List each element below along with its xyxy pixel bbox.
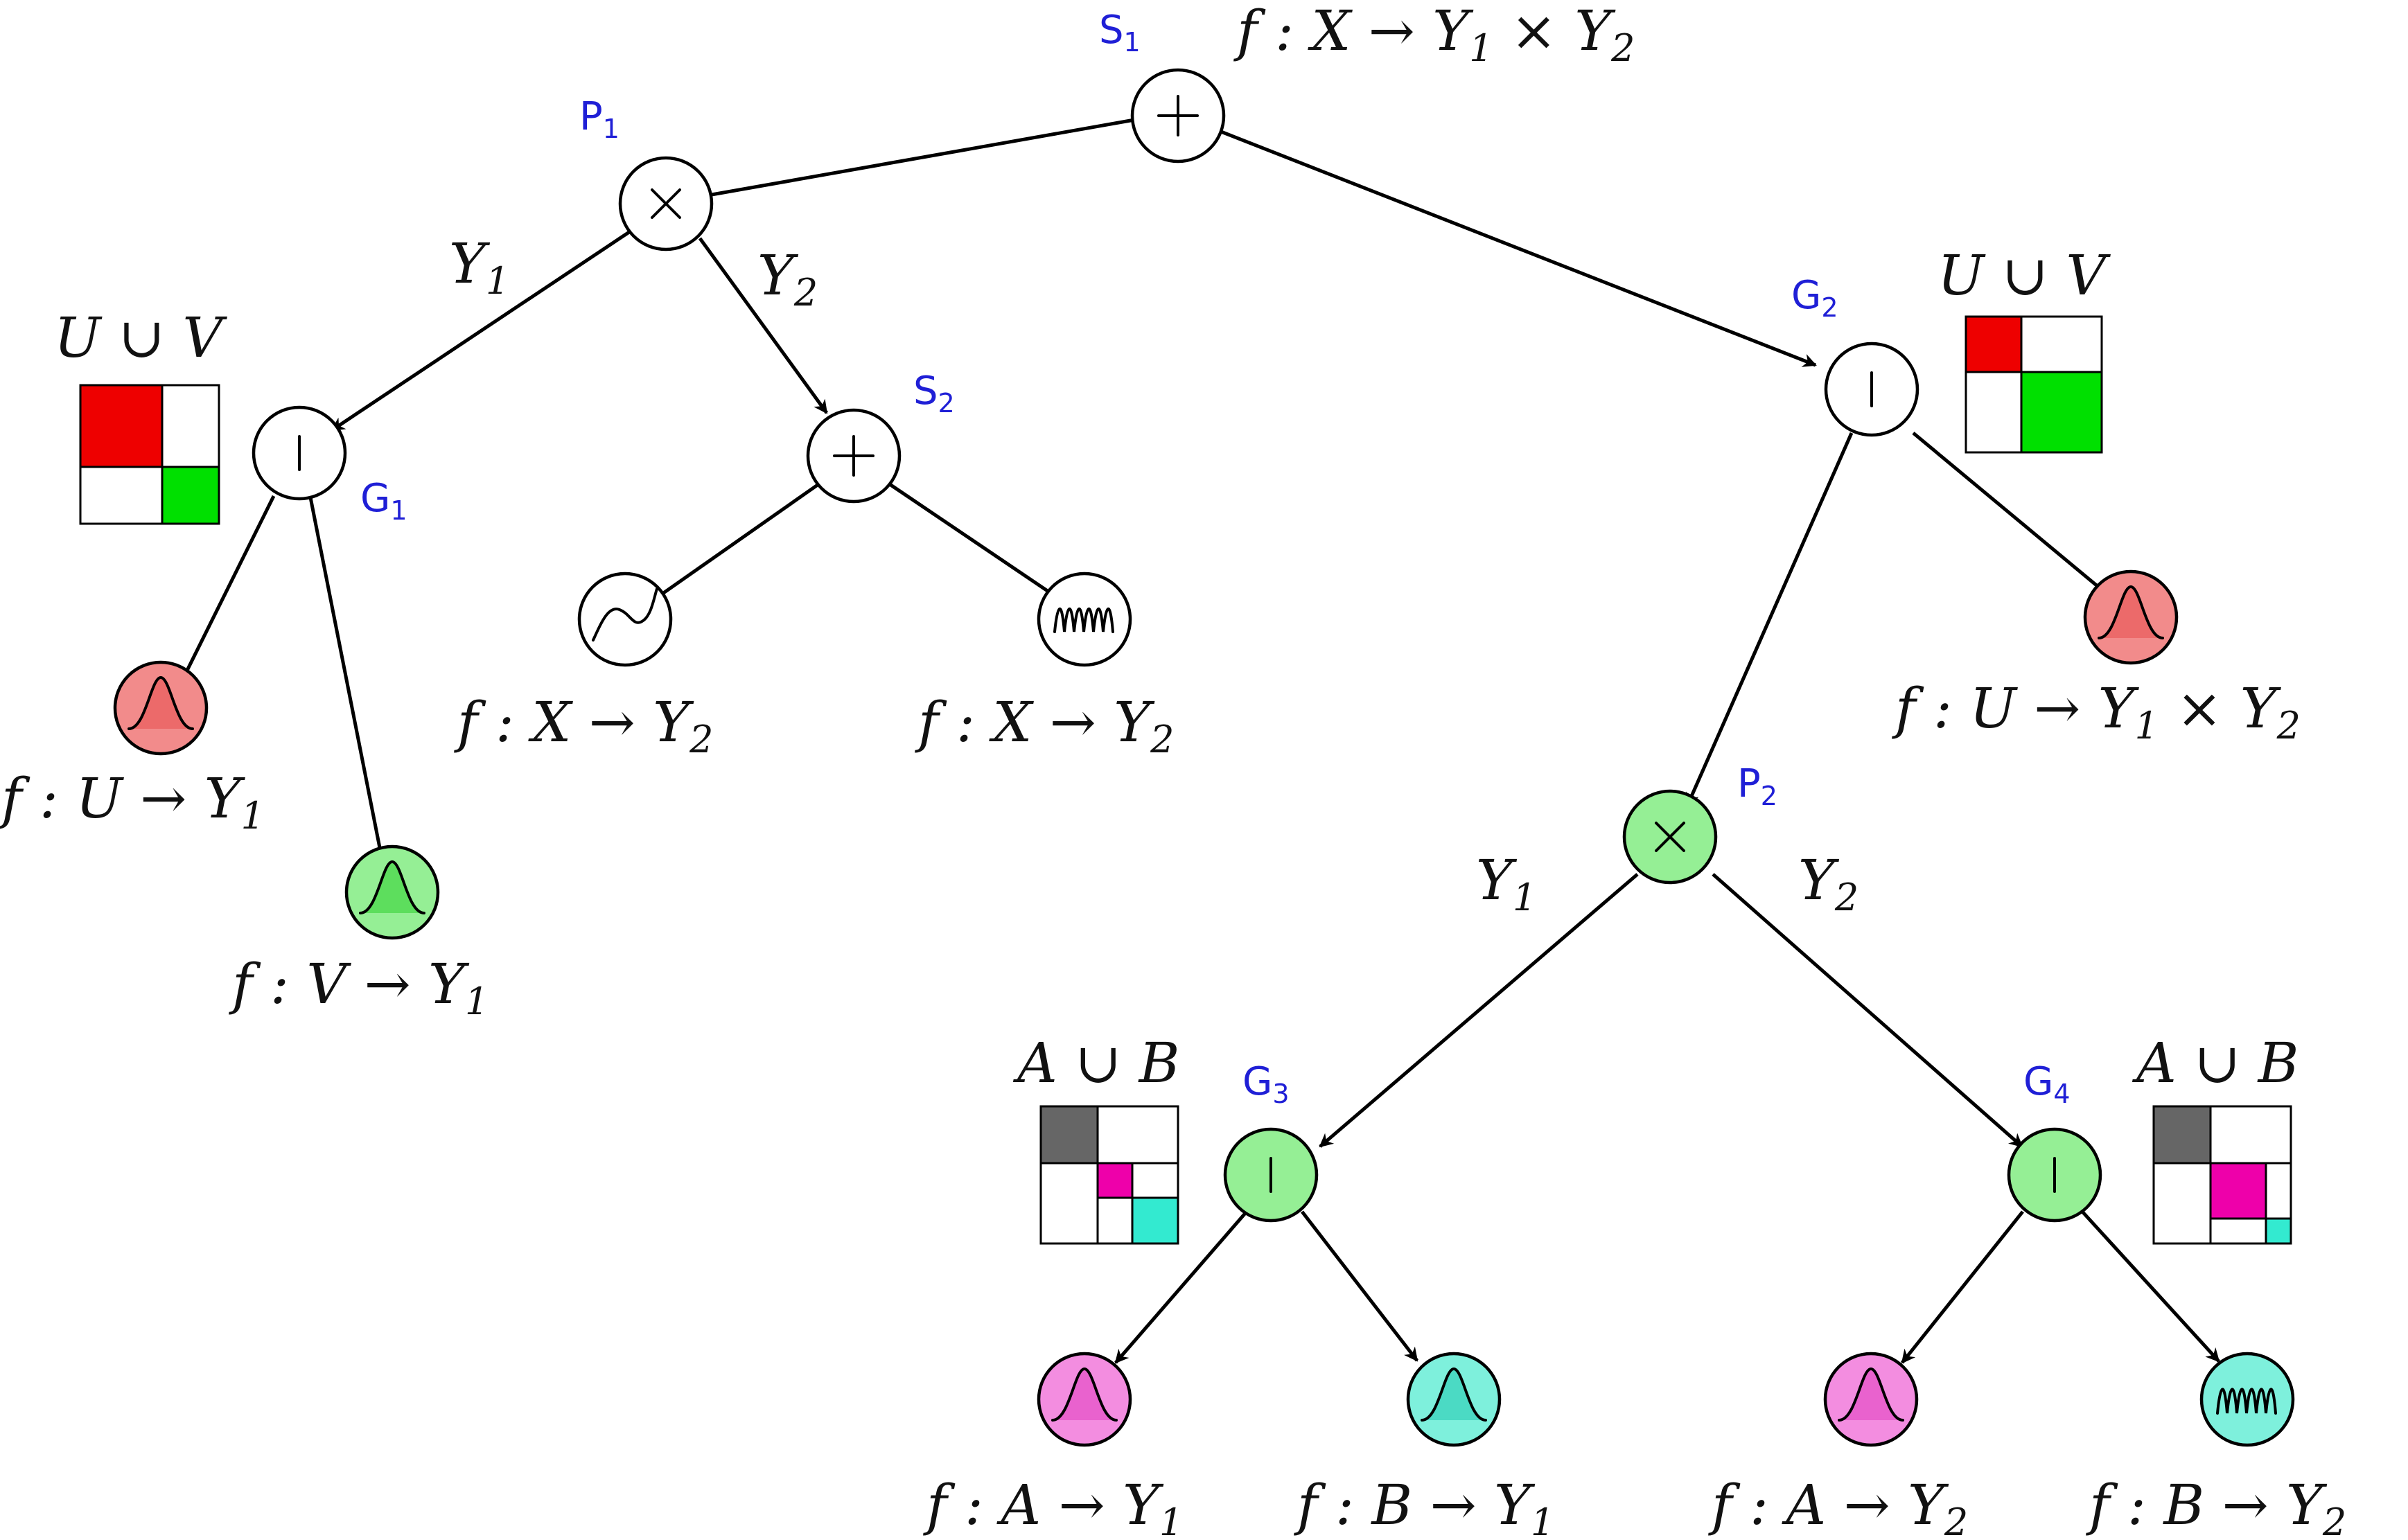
leaf-g3-pink-gaussian (1037, 1352, 1132, 1447)
function-label-g4-left: f : A → Y2 (1708, 1473, 1968, 1540)
leaf-s2-sine (577, 572, 673, 667)
matrix-cell-overlap (2154, 1106, 2211, 1163)
node-label-p1: P1 (579, 94, 619, 144)
function-label-g4-right: f : B → Y2 (2086, 1473, 2346, 1540)
edge-p2-g3 (1319, 873, 1639, 1148)
edge-p1-s2 (698, 237, 829, 414)
matrix-cell-b (2266, 1219, 2291, 1243)
gating-matrix-g3 (1039, 1105, 1179, 1245)
edge-s2-leaf-wave (884, 479, 1060, 601)
matrix-cell-b (1132, 1198, 1178, 1243)
node-label-g1: G1 (360, 476, 407, 526)
set-label-g3: A ∪ B (1012, 1031, 1179, 1095)
leaf-s2-high-frequency (1037, 572, 1132, 667)
node-p2 (1622, 789, 1718, 885)
set-label-g2: U ∪ V (1937, 243, 2111, 308)
edge-g3-leaf-pink (1114, 1210, 1248, 1364)
matrix-cell-v (162, 467, 219, 524)
node-p1 (618, 156, 714, 251)
node-label-p2: P2 (1737, 761, 1777, 811)
high-frequency-wave-icon (1053, 608, 1114, 633)
high-frequency-wave-icon (2216, 1388, 2277, 1415)
leaf-g4-pink-gaussian (1823, 1352, 1919, 1447)
gating-matrix-g2 (1965, 315, 2103, 454)
edge-s2-leaf-sine (647, 479, 824, 605)
leaf-g2-red-gaussian (2083, 569, 2179, 665)
gating-matrix-g4 (2152, 1105, 2292, 1245)
gaussian-icon (1421, 1367, 1487, 1422)
leaf-g4-cyan-high-frequency (2199, 1352, 2295, 1447)
set-label-g4: A ∪ B (2132, 1031, 2299, 1095)
gaussian-icon (128, 675, 194, 730)
node-g3 (1223, 1127, 1319, 1223)
node-g4 (2007, 1127, 2102, 1223)
plus-icon (1157, 95, 1199, 136)
times-icon (651, 188, 681, 219)
sine-wave-icon (592, 587, 658, 641)
node-s2 (806, 408, 902, 504)
gating-matrix-g1 (79, 384, 220, 525)
gaussian-icon (1051, 1367, 1118, 1422)
node-label-g3: G3 (1242, 1059, 1290, 1109)
edge-g4-leaf-pink (1901, 1210, 2024, 1364)
node-g2 (1824, 342, 1919, 437)
edge-label-p2-y1: Y1 (1476, 848, 1536, 919)
edge-label-p2-y2: Y2 (1798, 848, 1858, 919)
edge-p2-g4 (1712, 873, 2023, 1148)
function-label-s2-left: f : X → Y2 (454, 690, 713, 761)
matrix-cell-v (2021, 372, 2102, 452)
leaf-g1-green-gaussian (344, 844, 440, 940)
node-label-g4: G4 (2023, 1059, 2071, 1109)
node-s1 (1130, 68, 1226, 163)
edge-s1-p1 (698, 118, 1135, 202)
matrix-cell-u (1966, 317, 2021, 372)
function-label-root: f : X → Y1 × Y2 (1233, 0, 1635, 70)
function-label-g2-right: f : U → Y1 × Y2 (1892, 676, 2301, 747)
function-label-g1-left: f : U → Y1 (0, 766, 265, 838)
node-label-s2: S2 (913, 369, 955, 418)
edge-label-p1-y2: Y2 (757, 243, 818, 315)
edge-g1-leaf-green (308, 497, 387, 863)
matrix-cell-a (1098, 1163, 1132, 1198)
edge-g3-leaf-cyan (1301, 1210, 1418, 1362)
edge-label-p1-y1: Y1 (449, 231, 509, 303)
matrix-cell-u (80, 385, 162, 467)
function-label-g3-left: f : A → Y1 (923, 1473, 1183, 1540)
edge-g1-leaf-red (175, 495, 276, 693)
leaf-g3-cyan-gaussian (1406, 1352, 1502, 1447)
node-label-s1: S1 (1099, 8, 1141, 57)
node-g1 (252, 405, 347, 501)
gaussian-icon (1838, 1367, 1904, 1422)
plus-icon (833, 435, 875, 477)
edge-p1-g1 (331, 229, 633, 432)
leaf-g1-red-gaussian (113, 660, 209, 756)
times-icon (1655, 822, 1685, 852)
edge-s1-g2 (1220, 130, 1817, 367)
set-label-g1: U ∪ V (54, 306, 227, 370)
edge-g2-p2 (1685, 432, 1854, 807)
function-label-g1-right: f : V → Y1 (229, 952, 489, 1023)
node-label-g2: G2 (1791, 273, 1838, 323)
edge-g2-leaf-red (1912, 432, 2116, 602)
matrix-cell-a (2211, 1163, 2266, 1219)
edge-g4-leaf-cyan (2081, 1210, 2220, 1363)
function-label-g3-right: f : B → Y1 (1294, 1473, 1554, 1540)
gaussian-icon (2098, 585, 2164, 639)
edges (175, 118, 2220, 1364)
function-label-s2-right: f : X → Y2 (915, 690, 1174, 761)
matrix-cell-overlap (1041, 1106, 1098, 1163)
gaussian-icon (359, 860, 425, 914)
